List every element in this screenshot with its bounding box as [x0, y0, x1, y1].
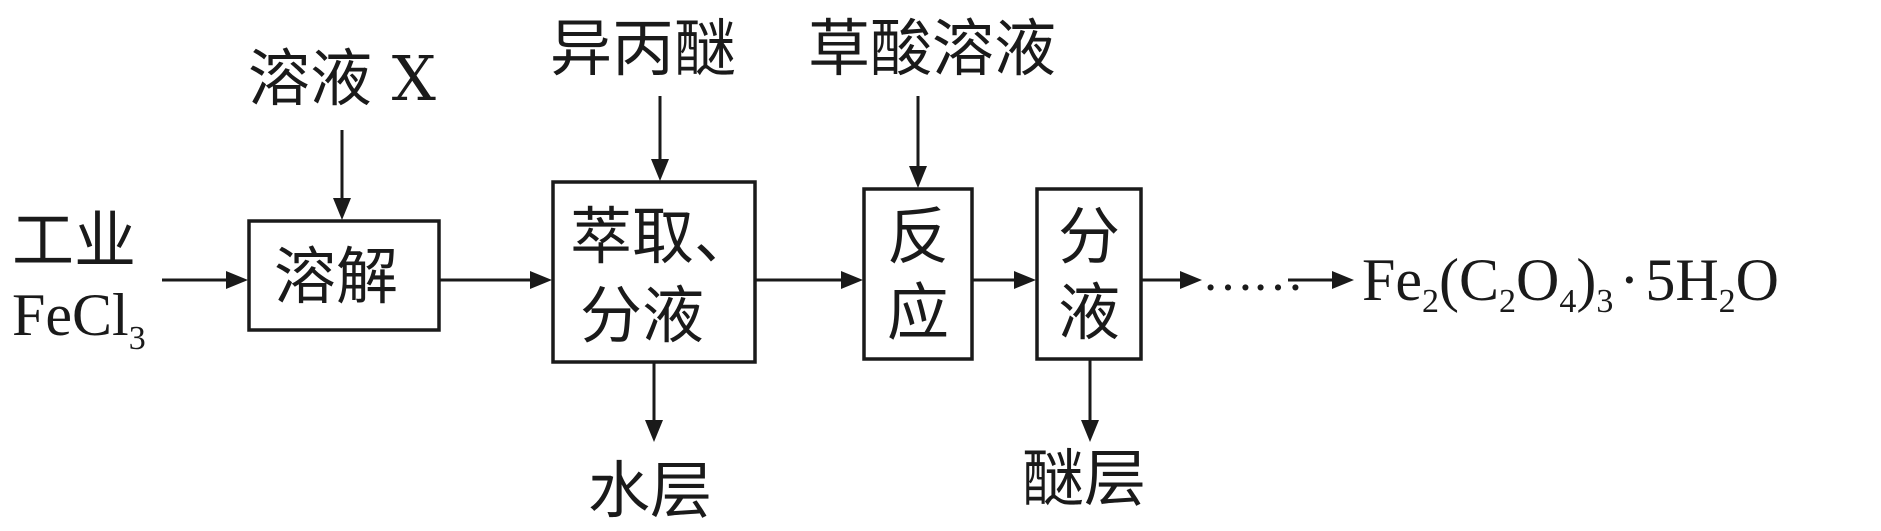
separate-box [1035, 187, 1143, 361]
ellipsis: …… [1202, 245, 1302, 302]
react-box [862, 187, 974, 361]
arrow-head [645, 420, 663, 442]
oxalic-acid-label: 草酸溶液 [808, 12, 1056, 85]
separate-label-line2: 液 [1058, 276, 1120, 349]
arrow-head [1180, 271, 1202, 289]
arrow-head [1332, 271, 1354, 289]
arrow-head [333, 198, 351, 220]
ether-layer-label: 醚层 [1022, 442, 1146, 515]
dissolve-label: 溶解 [274, 240, 398, 313]
arrow-head [530, 271, 552, 289]
arrow-head [1081, 420, 1099, 442]
raw-material-label-line1: 工业 [12, 204, 136, 277]
react-label-line1: 反 [887, 200, 949, 273]
dissolve-box [247, 219, 441, 332]
arrow-head [651, 159, 669, 181]
arrow-head [841, 271, 863, 289]
extract-label-line2: 分液 [580, 279, 704, 352]
water-layer-label: 水层 [588, 454, 712, 527]
raw-material-label-line2: FeCl3 [12, 282, 146, 357]
isopropyl-ether-label: 异丙醚 [550, 12, 736, 85]
react-label-line2: 应 [887, 276, 949, 349]
arrow-head [1014, 271, 1036, 289]
product-formula: Fe2(C2O4)3·5H2O [1362, 247, 1779, 320]
arrow-head [226, 271, 248, 289]
extract-label-line1: 萃取、 [570, 200, 756, 273]
arrow-head [909, 166, 927, 188]
separate-label-line1: 分 [1058, 200, 1120, 273]
solution-x-label: 溶液 X [248, 42, 436, 115]
